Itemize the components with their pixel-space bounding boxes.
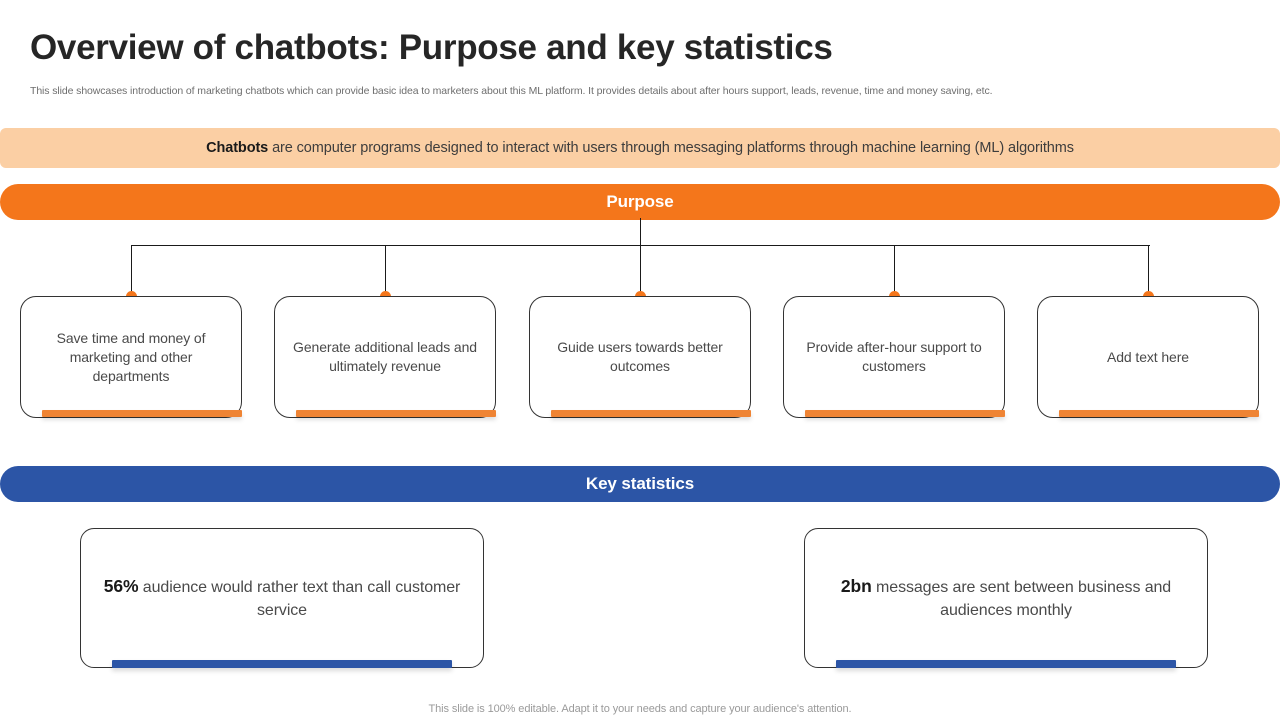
key-statistic-figure: 2bn: [840, 575, 872, 596]
chatbot-definition-banner: Chatbots are computer programs designed …: [0, 128, 1280, 168]
purpose-banner-label: Purpose: [606, 192, 674, 211]
key-statistic-card-body[interactable]: 56% audience would rather text than call…: [80, 528, 484, 668]
connector-drop-5: [1148, 245, 1150, 296]
connector-drop-2: [385, 245, 387, 296]
purpose-card-3[interactable]: Guide users towards better outcomes: [529, 291, 751, 422]
purpose-card-body[interactable]: Guide users towards better outcomes: [529, 296, 751, 418]
page-title: Overview of chatbots: Purpose and key st…: [30, 28, 833, 67]
connector-drop-1: [131, 245, 133, 296]
purpose-card-accent-bar: [1059, 410, 1259, 417]
connector-drop-4: [894, 245, 896, 296]
purpose-card-1[interactable]: Save time and money of marketing and oth…: [20, 291, 242, 422]
key-statistics-section-banner: Key statistics: [0, 466, 1280, 502]
key-statistic-label: 2bn messages are sent between business a…: [827, 575, 1185, 622]
purpose-card-5[interactable]: Add text here: [1037, 291, 1259, 422]
definition-rest-text: are computer programs designed to intera…: [268, 140, 1074, 156]
key-statistic-accent-bar: [836, 660, 1176, 668]
chatbot-definition-text: Chatbots are computer programs designed …: [206, 140, 1074, 156]
key-statistic-accent-bar: [112, 660, 452, 668]
key-statistic-card-1[interactable]: 56% audience would rather text than call…: [80, 528, 484, 676]
purpose-card-body[interactable]: Save time and money of marketing and oth…: [20, 296, 242, 418]
purpose-card-label: Save time and money of marketing and oth…: [56, 329, 206, 384]
purpose-card-accent-bar: [805, 410, 1005, 417]
key-statistic-description: messages are sent between business and a…: [871, 578, 1172, 619]
key-statistic-description: audience would rather text than call cus…: [138, 578, 461, 619]
key-statistics-banner-label: Key statistics: [585, 474, 695, 493]
footer-note: This slide is 100% editable. Adapt it to…: [428, 703, 852, 715]
connector-trunk: [640, 218, 642, 245]
purpose-card-2[interactable]: Generate additional leads and ultimately…: [274, 291, 496, 422]
connector-drop-3: [640, 245, 642, 296]
key-statistic-label: 56% audience would rather text than call…: [103, 575, 461, 622]
key-statistic-card-body[interactable]: 2bn messages are sent between business a…: [804, 528, 1208, 668]
purpose-card-label: Guide users towards better outcomes: [557, 339, 723, 374]
purpose-card-accent-bar: [551, 410, 751, 417]
purpose-card-accent-bar: [296, 410, 496, 417]
key-statistic-figure: 56%: [103, 575, 139, 596]
purpose-card-label: Provide after-hour support to customers: [806, 339, 982, 374]
purpose-cards-row: Save time and money of marketing and oth…: [0, 291, 1280, 426]
page-subtitle: This slide showcases introduction of mar…: [30, 85, 993, 97]
purpose-section-banner: Purpose: [0, 184, 1280, 220]
purpose-card-body[interactable]: Add text here: [1037, 296, 1259, 418]
purpose-card-label: Add text here: [1107, 348, 1189, 365]
purpose-card-body[interactable]: Provide after-hour support to customers: [783, 296, 1005, 418]
purpose-card-accent-bar: [42, 410, 242, 417]
purpose-card-4[interactable]: Provide after-hour support to customers: [783, 291, 1005, 422]
purpose-card-label: Generate additional leads and ultimately…: [293, 339, 477, 374]
definition-lead-word: Chatbots: [206, 140, 269, 156]
purpose-connector-tree: [0, 218, 1280, 308]
key-statistic-card-2[interactable]: 2bn messages are sent between business a…: [804, 528, 1208, 676]
purpose-card-body[interactable]: Generate additional leads and ultimately…: [274, 296, 496, 418]
